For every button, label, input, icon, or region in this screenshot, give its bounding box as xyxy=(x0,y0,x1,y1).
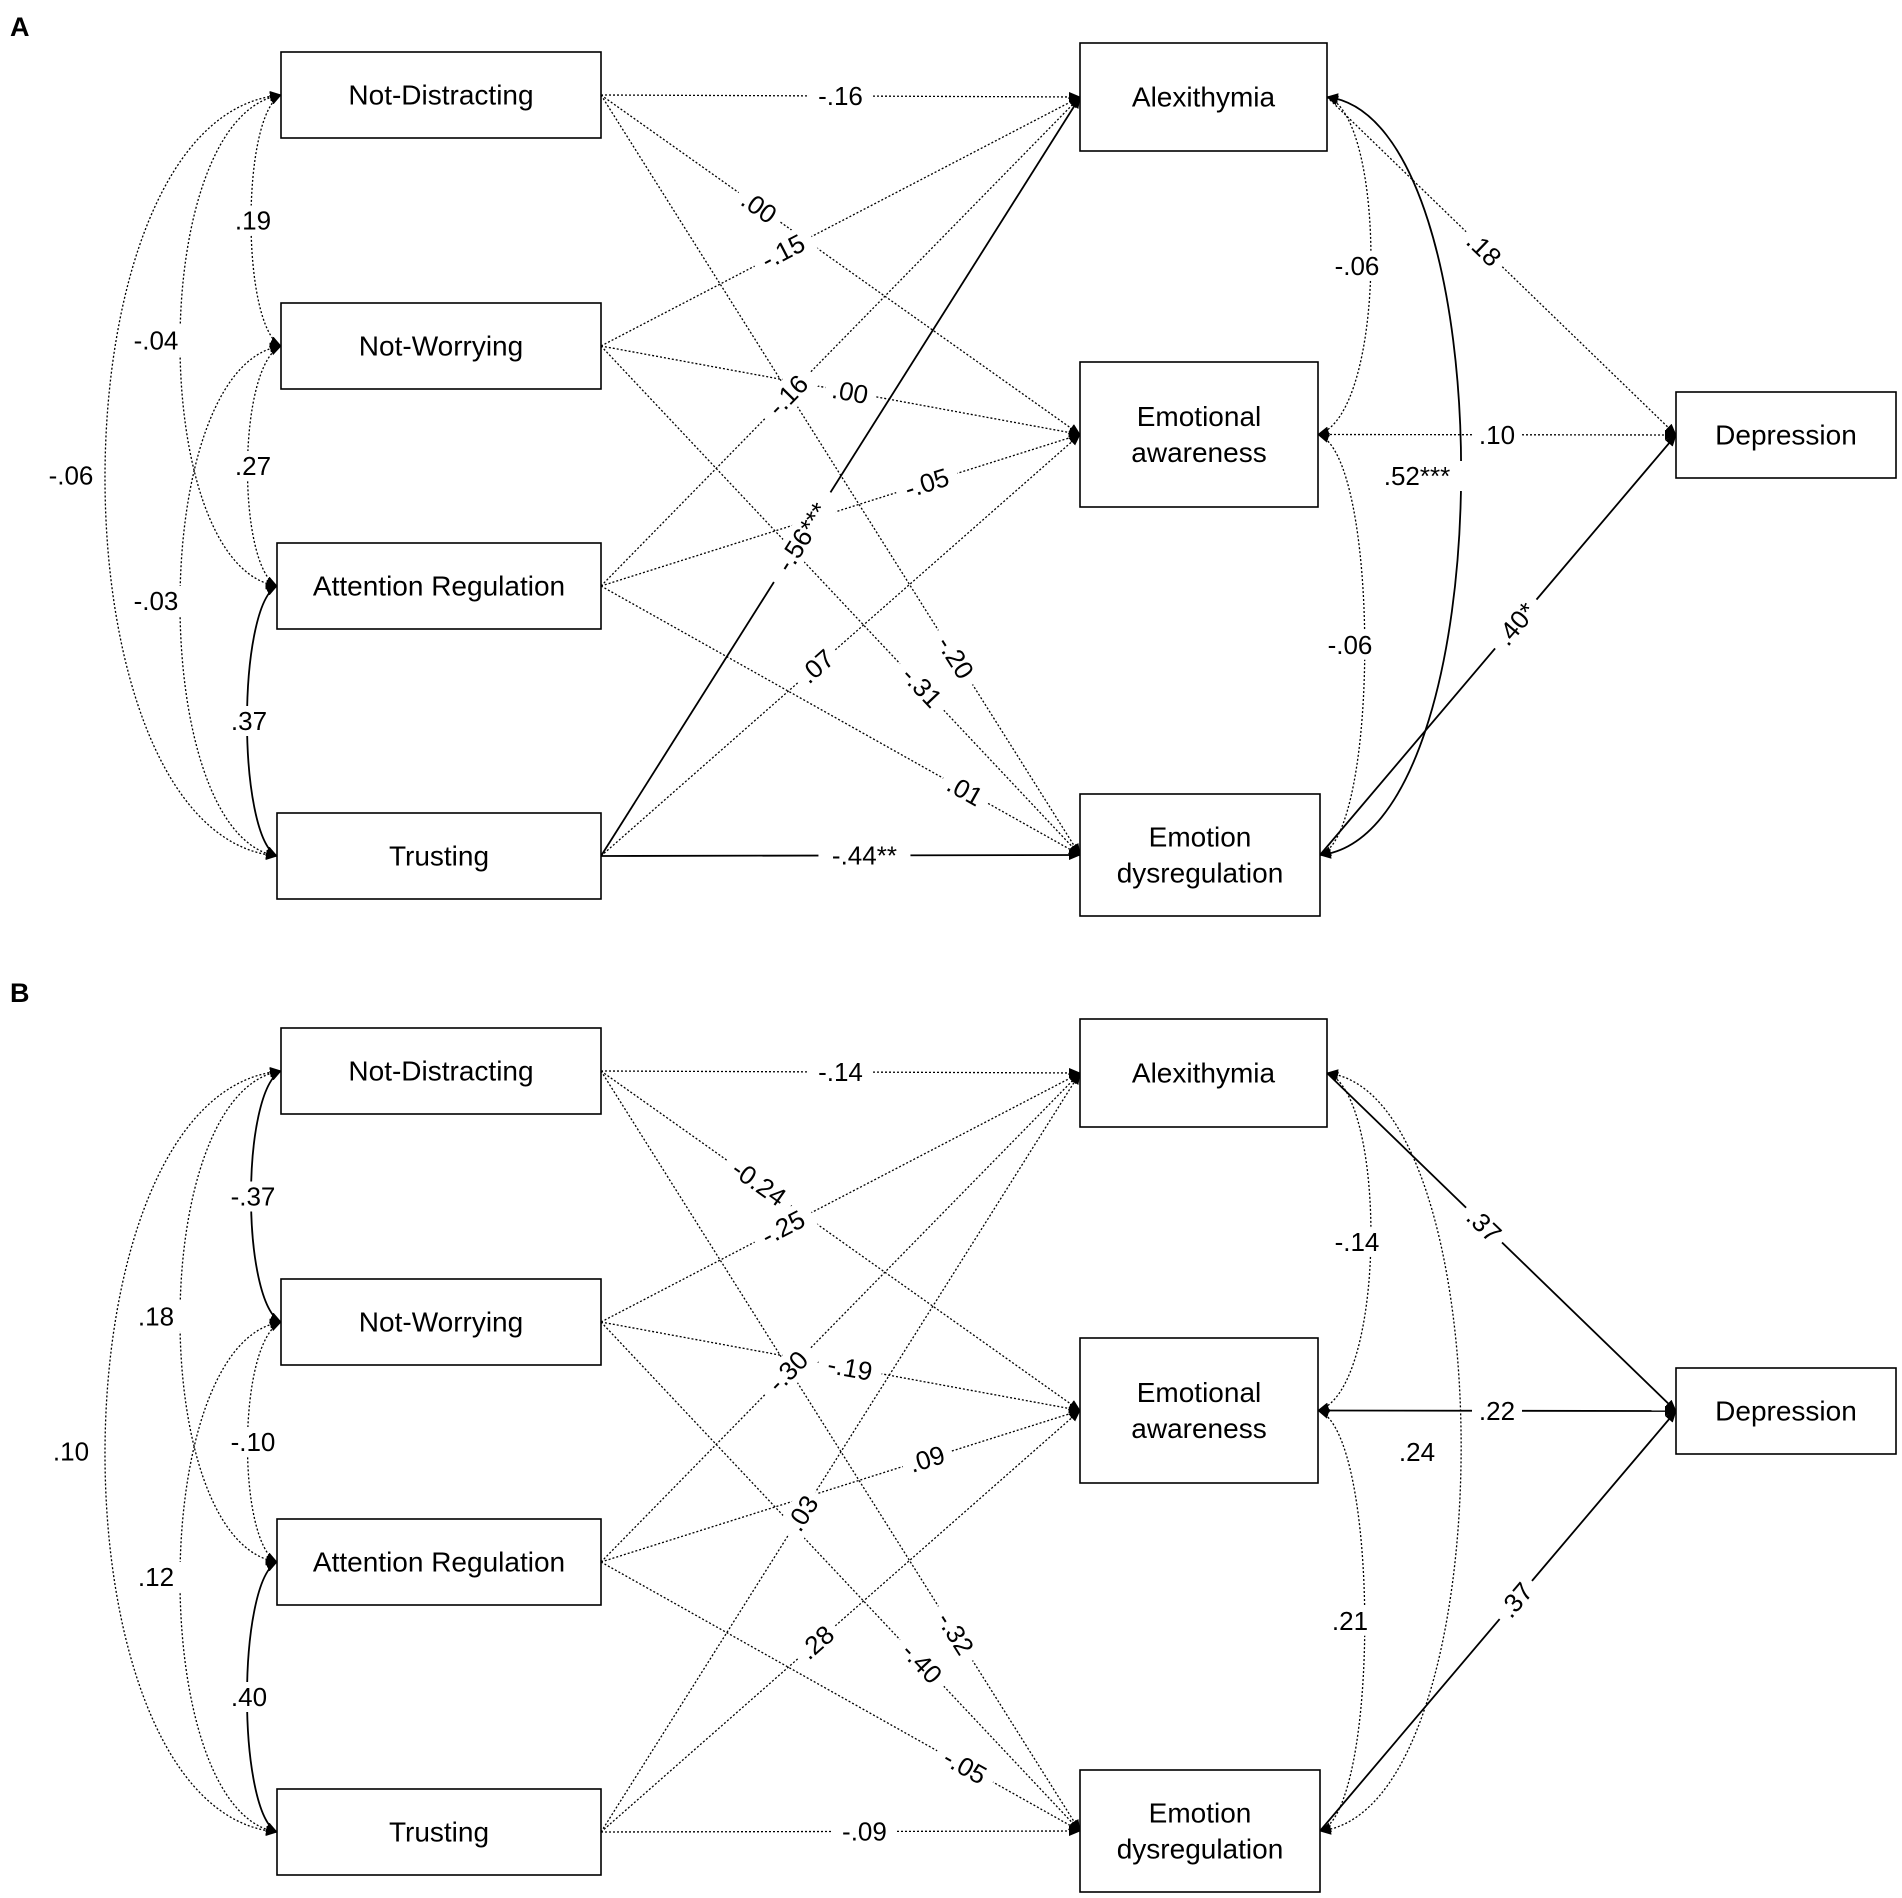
label-layer: -.16.00-.20-.15.00-.31-.16-.05.01-.56***… xyxy=(39,81,1548,871)
edge-coefficient: -.05 xyxy=(901,462,953,504)
node-label: awareness xyxy=(1131,1413,1266,1444)
correlation-edge xyxy=(179,1067,282,1566)
panel-label: B xyxy=(10,978,30,1008)
edge-coefficient: .00 xyxy=(830,374,871,410)
panel-b: B-.14-0.24-.32-.25-.19-.40-.30.09-.05.03… xyxy=(10,978,1897,1893)
correlation-edge xyxy=(179,91,282,590)
node-label: Emotional xyxy=(1137,1377,1262,1408)
correlation-coefficient: .52*** xyxy=(1384,461,1451,491)
node-not-worrying: Not-Worrying xyxy=(280,1278,602,1366)
correlation-coefficient: -.06 xyxy=(1335,251,1380,281)
node-emotional-awareness: Emotional awareness xyxy=(1079,1337,1319,1484)
node-label: dysregulation xyxy=(1117,858,1284,889)
correlation-coefficient: .10 xyxy=(53,1437,89,1467)
node-label: awareness xyxy=(1131,437,1266,468)
panel-a: A-.16.00-.20-.15.00-.31-.16-.05.01-.56**… xyxy=(10,12,1897,917)
path-edge xyxy=(600,1409,1081,1563)
edge-coefficient: -.09 xyxy=(842,1816,887,1846)
correlation-coefficient: .40 xyxy=(231,1682,267,1712)
path-edge xyxy=(600,1070,1081,1412)
edge-coefficient: -.19 xyxy=(825,1349,875,1387)
node-label: Not-Worrying xyxy=(359,1307,523,1338)
node-emotion-dysregulation: Emotion dysregulation xyxy=(1079,1769,1321,1893)
path-edge xyxy=(600,585,1081,856)
correlation-coefficient: .12 xyxy=(138,1562,174,1592)
node-label: Alexithymia xyxy=(1132,82,1276,113)
path-edge xyxy=(600,1072,1081,1563)
path-edge xyxy=(600,345,1081,856)
correlation-edge xyxy=(104,90,282,860)
path-edge xyxy=(600,1072,1081,1323)
node-label: Not-Distracting xyxy=(348,1056,533,1087)
correlation-coefficient: .24 xyxy=(1399,1437,1435,1467)
node-label: Emotional xyxy=(1137,401,1262,432)
edge-coefficient: -.14 xyxy=(818,1057,863,1087)
path-edge xyxy=(600,1409,1081,1833)
path-edge xyxy=(600,96,1081,587)
node-label: Emotion xyxy=(1149,1798,1252,1829)
correlation-coefficient: .37 xyxy=(231,706,267,736)
node-label: Not-Worrying xyxy=(359,331,523,362)
node-attention-regulation: Attention Regulation xyxy=(276,542,602,630)
node-label: Trusting xyxy=(389,841,489,872)
path-edge xyxy=(1326,96,1677,436)
edge-coefficient: -.56*** xyxy=(769,497,834,577)
path-edge xyxy=(600,345,1081,438)
edge-coefficient: .10 xyxy=(1479,420,1515,450)
correlation-coefficient: -.37 xyxy=(231,1182,276,1212)
node-label: Emotion xyxy=(1149,822,1252,853)
correlation-coefficient: -.10 xyxy=(231,1427,276,1457)
correlation-coefficient: .21 xyxy=(1332,1606,1368,1636)
node-emotional-awareness: Emotional awareness xyxy=(1079,361,1319,508)
node-label: Alexithymia xyxy=(1132,1058,1276,1089)
node-label: Depression xyxy=(1715,420,1857,451)
path-edge xyxy=(600,94,1081,436)
correlation-coefficient: -.06 xyxy=(1328,630,1373,660)
node-depression: Depression xyxy=(1675,391,1897,479)
path-edge xyxy=(1319,1410,1677,1832)
path-edge xyxy=(600,1561,1081,1832)
edge-coefficient: -.44** xyxy=(832,840,897,870)
node-not-distracting: Not-Distracting xyxy=(280,1027,602,1115)
panel-label: A xyxy=(10,12,30,42)
path-edge xyxy=(600,1070,1081,1832)
path-edge xyxy=(600,96,1081,347)
node-label: dysregulation xyxy=(1117,1834,1284,1865)
path-edge xyxy=(600,433,1081,857)
node-label: Not-Distracting xyxy=(348,80,533,111)
path-edge xyxy=(600,1072,1081,1833)
node-depression: Depression xyxy=(1675,1367,1897,1455)
node-not-worrying: Not-Worrying xyxy=(280,302,602,390)
node-alexithymia: Alexithymia xyxy=(1079,42,1328,152)
correlation-coefficient: .18 xyxy=(138,1302,174,1332)
correlation-coefficient: .27 xyxy=(235,451,271,481)
edge-coefficient: .22 xyxy=(1479,1396,1515,1426)
node-trusting: Trusting xyxy=(276,812,602,900)
path-edge xyxy=(600,1321,1081,1832)
correlation-edge xyxy=(179,342,282,860)
correlation-coefficient: -.04 xyxy=(134,326,179,356)
node-emotion-dysregulation: Emotion dysregulation xyxy=(1079,793,1321,917)
node-label: Trusting xyxy=(389,1817,489,1848)
correlation-coefficient: .19 xyxy=(235,206,271,236)
node-trusting: Trusting xyxy=(276,1788,602,1876)
edge-coefficient: -.16 xyxy=(818,81,863,111)
correlation-edge xyxy=(179,1318,282,1836)
path-edge xyxy=(600,96,1081,857)
correlation-coefficient: -.03 xyxy=(134,586,179,616)
node-attention-regulation: Attention Regulation xyxy=(276,1518,602,1606)
node-label: Depression xyxy=(1715,1396,1857,1427)
node-alexithymia: Alexithymia xyxy=(1079,1018,1328,1128)
correlation-coefficient: -.06 xyxy=(49,461,94,491)
node-not-distracting: Not-Distracting xyxy=(280,51,602,139)
node-label: Attention Regulation xyxy=(313,571,565,602)
correlation-edge xyxy=(104,1066,282,1836)
node-label: Attention Regulation xyxy=(313,1547,565,1578)
path-edge xyxy=(600,433,1081,587)
path-edge xyxy=(600,1321,1081,1414)
correlation-coefficient: -.14 xyxy=(1335,1227,1380,1257)
